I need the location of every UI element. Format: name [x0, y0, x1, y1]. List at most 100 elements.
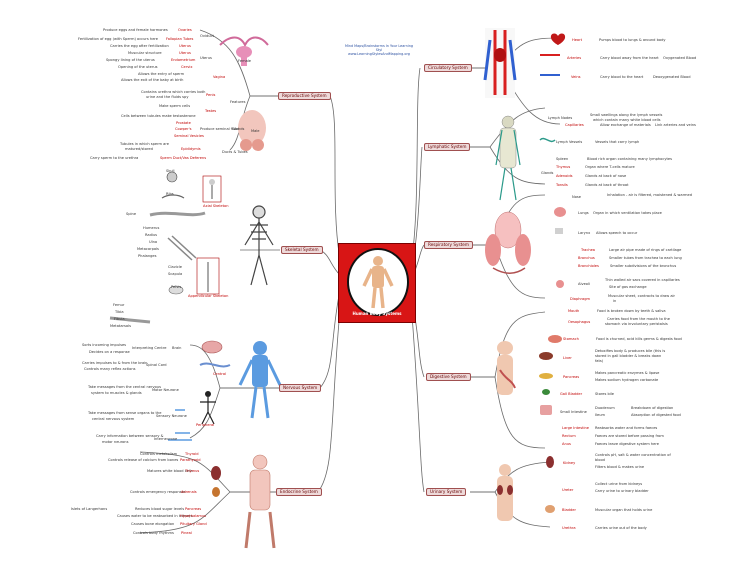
label: Phalanges	[138, 254, 157, 258]
label: Controls body rhythms	[133, 531, 174, 535]
label: Sorts incoming impulses	[82, 343, 127, 347]
label: Controls many reflex actions	[84, 367, 136, 371]
label: Urethra	[562, 526, 576, 530]
label: Metatarsals	[110, 324, 131, 328]
adrenal-illustration	[212, 487, 220, 497]
label: motor neurons	[102, 440, 129, 444]
gall-bladder-icon	[542, 389, 550, 395]
label: Food is churned, acid kills germs & dige…	[596, 337, 682, 341]
label: Bladder	[562, 508, 576, 512]
node-urinary[interactable]: Urinary System	[426, 488, 467, 496]
label: Controls release of calcium from bones	[108, 458, 179, 462]
label: Features	[230, 100, 246, 104]
label: Muscular structure	[128, 51, 162, 55]
label: Fallopian Tubes	[166, 37, 194, 41]
label: Organ in which ventilation takes place	[593, 211, 662, 215]
lungs-icon	[554, 207, 566, 217]
label: Spongy lining of the uterus	[106, 58, 155, 62]
label: Fertilization of egg (with Sperm) occurs…	[78, 37, 159, 41]
label: central nervous system	[92, 417, 135, 421]
label: Ovaries	[178, 28, 192, 32]
label: Glands	[232, 127, 245, 131]
label: Veins	[571, 75, 581, 79]
label: Capillaries	[565, 123, 584, 127]
label: Causes bone elongation	[131, 522, 175, 526]
label: Breakdown of digestion	[631, 406, 674, 410]
center-title: Human Body Systems	[352, 311, 402, 316]
node-reproductive[interactable]: Reproductive System	[278, 92, 331, 100]
pancreas-icon	[539, 373, 553, 379]
label: Motor Neurone	[152, 388, 179, 392]
node-endocrine[interactable]: Endocrine System	[276, 488, 322, 496]
label: Gall Bladder	[560, 392, 583, 396]
spinal-cord-illustration	[199, 362, 231, 368]
pelvis-illustration	[168, 285, 184, 295]
label: Epididymis	[181, 147, 201, 151]
label: Skull	[166, 169, 175, 173]
label: Inhalation - air is filtered, moistened …	[607, 193, 692, 197]
label: Muscular sheet, contracts to draw air	[608, 294, 676, 298]
label: Kidney	[563, 461, 576, 465]
node-digestive[interactable]: Digestive System	[426, 373, 471, 381]
label: Large air pipe made of rings of cartilag…	[609, 248, 682, 252]
label: Thymus	[556, 165, 571, 169]
peripheral-figure-illustration	[200, 391, 216, 425]
male-reproductive-illustration	[238, 110, 266, 151]
node-respiratory[interactable]: Respiratory System	[424, 241, 473, 249]
label: Male	[251, 129, 260, 133]
label: Mouth	[568, 309, 580, 313]
label: stomach via involuntary peristalsis	[605, 322, 668, 326]
label: Reduces blood sugar levels	[135, 507, 185, 511]
label: Deoxygenated Blood	[653, 75, 691, 79]
node-skeletal[interactable]: Skeletal System	[281, 246, 323, 254]
nervous-body-illustration	[238, 341, 282, 419]
kidney-illustration	[211, 466, 221, 480]
label: Small Intestine	[560, 410, 587, 414]
node-nervous[interactable]: Nervous System	[279, 384, 322, 392]
label: Causes water to be reabsorbed in kidneys	[117, 514, 193, 518]
label: Site of gas exchange	[609, 285, 647, 289]
label: Allows speech to occur	[596, 231, 638, 235]
label: Vagina	[213, 75, 226, 79]
endocrine-body-illustration	[244, 454, 276, 549]
label: Carry blood away from the heart	[600, 56, 659, 60]
skeleton-illustration	[244, 205, 274, 286]
label: Matures white blood cells	[147, 469, 193, 473]
label: Duodenum	[595, 406, 615, 410]
label: Bronchus	[578, 256, 595, 260]
label: Oesophagus	[568, 320, 591, 324]
label: Penis	[206, 93, 216, 97]
label: Blood rich organ containing many lymphoc…	[587, 157, 672, 161]
node-circulatory[interactable]: Circulatory System	[424, 64, 472, 72]
label: Tubules in which sperm are	[120, 142, 169, 146]
label: Parathyroid	[180, 458, 201, 462]
label: Contains urethra which carries both	[141, 90, 206, 94]
stomach-icon	[548, 335, 562, 343]
center-node[interactable]: Human Body Systems	[338, 243, 416, 323]
label: Filters blood & makes urine	[595, 465, 645, 469]
bladder-icon	[545, 505, 555, 513]
label: Tibia	[115, 310, 124, 314]
label: Hypothalamus	[180, 514, 207, 518]
label: Islets of Langerhans	[71, 507, 108, 511]
label: Allows the entry of sperm	[138, 72, 185, 76]
label: urine and the fluids spy	[146, 95, 189, 99]
lymph-vessel-icon	[539, 137, 556, 143]
label: Femur	[113, 303, 125, 307]
label: Cells between tubules make testosterone	[121, 114, 196, 118]
label: fats)	[595, 359, 604, 363]
label: Cervix	[181, 65, 193, 69]
liver-icon	[539, 352, 553, 360]
label: Thin walled air sacs covered in capillar…	[605, 278, 680, 282]
label: Oxygenated Blood	[663, 56, 697, 60]
label: Adenoids	[556, 174, 573, 178]
label: Carry sperm to the urethra	[90, 156, 139, 160]
node-lymphatic[interactable]: Lymphatic System	[424, 143, 471, 151]
lymphatic-body-illustration	[495, 115, 521, 201]
label: Makes sodium hydrogen carbonate	[595, 378, 659, 382]
label: Reabsorbs water and forms faeces	[595, 426, 658, 430]
circulatory-illustration	[483, 28, 517, 98]
label: Central	[213, 372, 227, 376]
